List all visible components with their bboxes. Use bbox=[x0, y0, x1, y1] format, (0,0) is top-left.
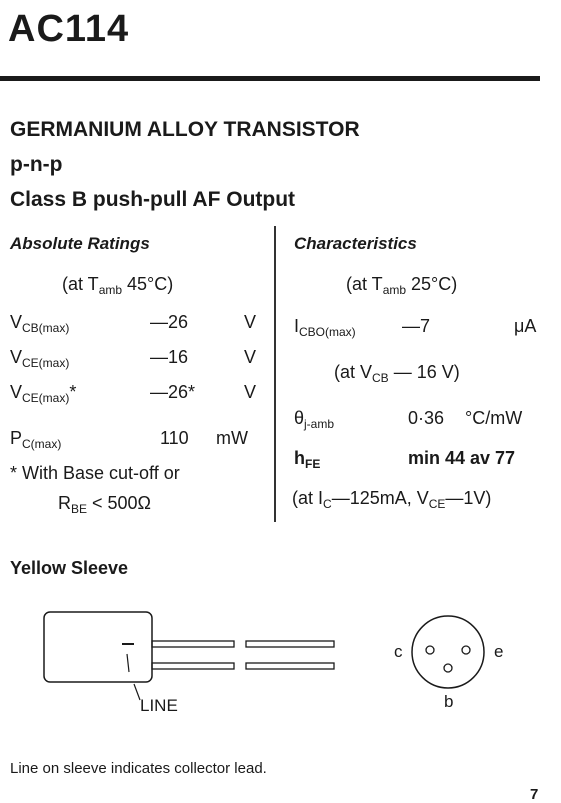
pc-max-unit: mW bbox=[216, 428, 248, 448]
characteristics-condition: (at Tamb 25°C) bbox=[346, 274, 458, 297]
rbe-note: RBE < 500Ω bbox=[58, 493, 152, 516]
absolute-ratings-heading: Absolute Ratings bbox=[10, 234, 150, 253]
characteristics-heading: Characteristics bbox=[294, 234, 417, 253]
heading-application: Class B push-pull AF Output bbox=[10, 188, 296, 211]
cutoff-note: * With Base cut-off or bbox=[10, 463, 180, 483]
part-number-title: AC114 bbox=[8, 8, 130, 50]
vcb-max-symbol: VCB(max) bbox=[10, 312, 70, 335]
pin-b-label: b bbox=[444, 692, 454, 711]
pinout-base-view bbox=[411, 615, 485, 689]
vce-max-cutoff-value: —26* bbox=[150, 382, 196, 402]
vce-max-symbol: VCE(max) bbox=[10, 347, 70, 370]
vce-max-value: —16 bbox=[150, 347, 189, 367]
pin-e-label: e bbox=[494, 642, 504, 661]
vce-max-cutoff-unit: V bbox=[244, 382, 257, 402]
hfe-symbol: hFE bbox=[294, 448, 321, 471]
pc-max-value: 110 bbox=[160, 428, 189, 448]
hfe-value: min 44 av 77 bbox=[408, 448, 516, 468]
page-number: 7 bbox=[530, 786, 539, 803]
line-label: LINE bbox=[140, 696, 178, 715]
absolute-condition: (at Tamb 45°C) bbox=[62, 274, 174, 297]
vcb-max-value: —26 bbox=[150, 312, 189, 332]
icbo-condition: (at VCB — 16 V) bbox=[334, 362, 460, 385]
icbo-unit: μA bbox=[514, 316, 537, 336]
vce-max-unit: V bbox=[244, 347, 257, 367]
column-divider bbox=[274, 226, 276, 522]
vce-max-cutoff-symbol: VCE(max)* bbox=[10, 382, 77, 405]
theta-symbol: θj-amb bbox=[294, 408, 335, 431]
icbo-symbol: ICBO(max) bbox=[294, 316, 356, 339]
heading-device-type: GERMANIUM ALLOY TRANSISTOR bbox=[10, 118, 360, 141]
pc-max-symbol: PC(max) bbox=[10, 428, 62, 451]
hfe-condition: (at IC—125mA, VCE—1V) bbox=[292, 488, 492, 511]
theta-unit: °C/mW bbox=[465, 408, 523, 428]
icbo-value: —7 bbox=[402, 316, 431, 336]
sleeve-heading: Yellow Sleeve bbox=[10, 558, 129, 578]
heading-polarity: p-n-p bbox=[10, 153, 63, 176]
pin-c-label: c bbox=[394, 642, 403, 661]
footer-note: Line on sleeve indicates collector lead. bbox=[10, 760, 267, 777]
vcb-max-unit: V bbox=[244, 312, 257, 332]
theta-value: 0·36 bbox=[408, 408, 445, 428]
header-rule bbox=[0, 76, 540, 81]
transistor-side-outline bbox=[43, 611, 335, 701]
